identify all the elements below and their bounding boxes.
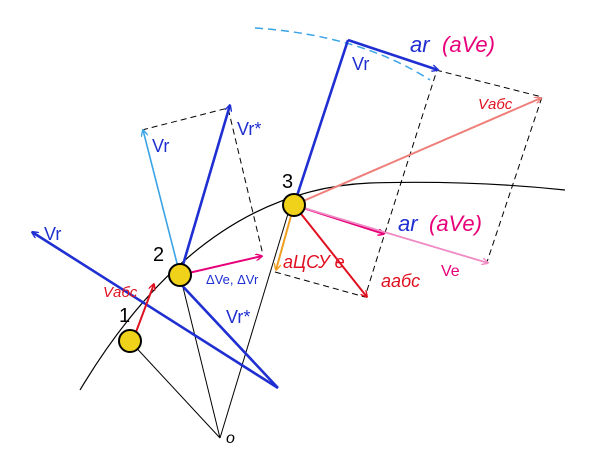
point-1-label: 1 (119, 305, 130, 327)
ve-far-label: Ve (441, 263, 460, 280)
delta-label-p2: ΔVe, ΔVr (206, 272, 259, 287)
aabs-label: aабс (381, 271, 420, 291)
vr-light-label-p2: Vr (152, 136, 169, 156)
ar-mid-label: ar (398, 211, 419, 236)
point-2-marker (168, 263, 192, 287)
ar-arrow-top (347, 38, 438, 70)
vr-arrow-p3 (292, 39, 350, 206)
ar-top-label: ar (410, 32, 431, 57)
vr-arrow-p1 (32, 232, 279, 390)
vr-label-p3: Vr (352, 54, 369, 74)
construction-dashes (141, 69, 543, 298)
vr-star-bottom-label: Vr* (226, 307, 250, 327)
radius-lines (129, 206, 291, 439)
aabs-arrow (293, 204, 367, 297)
ve-far-arrow (293, 204, 488, 263)
ave-top-label: (aVe) (442, 32, 495, 57)
vabs-far-label: Vабс (478, 96, 513, 113)
point-3-marker (282, 193, 306, 217)
vr-star-top-label: Vr* (237, 119, 261, 139)
vabs-far-arrow (293, 98, 541, 206)
vr-star-bottom-arrow (175, 278, 279, 389)
vabs-arrow-p1 (132, 284, 154, 341)
origin-label: o (226, 430, 235, 447)
acsu-label: aЦСУ e (283, 252, 345, 272)
point-3-label: 3 (282, 171, 293, 193)
upper-dashed-arc (254, 27, 431, 81)
point-2-label: 2 (153, 244, 164, 266)
vr-light-arrow-p2 (143, 130, 181, 276)
vr-label-p1: Vr (44, 224, 61, 244)
ave-mid-label: (aVe) (429, 211, 482, 236)
vr-star-top-arrow (178, 105, 230, 276)
delta-arrow-p2 (179, 256, 262, 276)
vabs-label-p1: Vабс (103, 284, 138, 301)
point-1-marker (118, 329, 142, 353)
